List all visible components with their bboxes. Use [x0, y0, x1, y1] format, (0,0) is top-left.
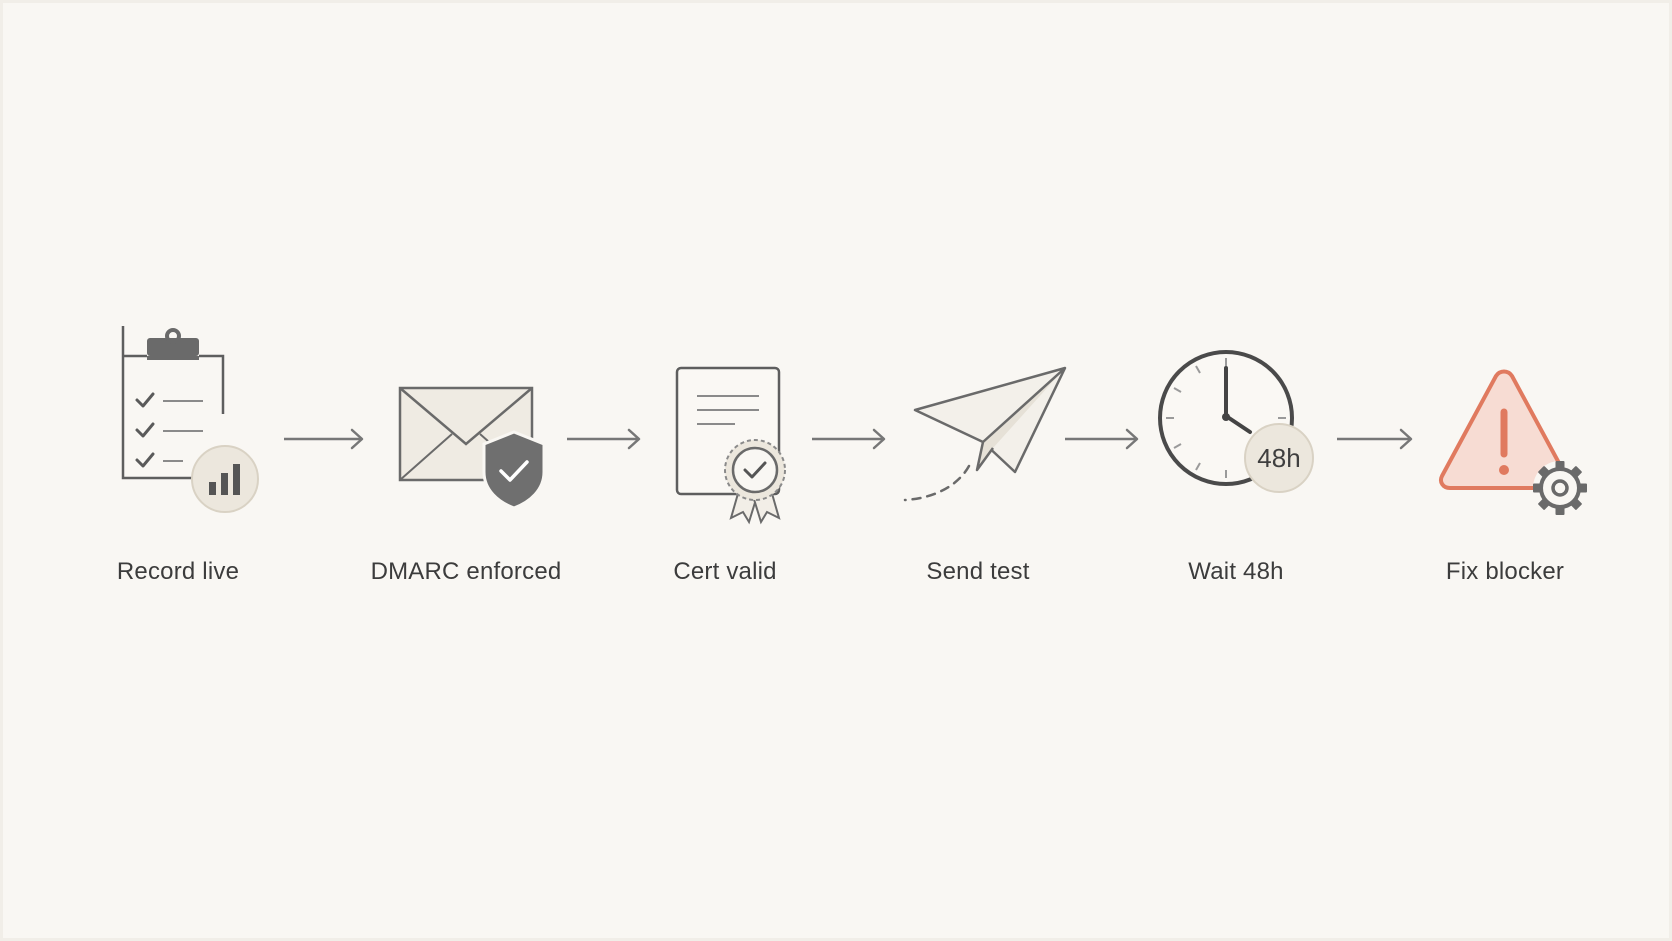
step-label: Record live — [116, 558, 240, 585]
arrow-right-icon — [1337, 428, 1413, 450]
bar-chart-badge-icon — [191, 445, 259, 513]
step-label: DMARC enforced — [370, 558, 562, 585]
award-ribbon-icon — [724, 439, 786, 525]
step-wait-48h: 48h Wait 48h — [1126, 330, 1346, 590]
step-label: Wait 48h — [1188, 558, 1284, 585]
clock-icon: 48h — [1158, 350, 1314, 493]
certificate-icon — [675, 366, 786, 525]
badge-48h-text: 48h — [1257, 443, 1300, 473]
arrow-right-icon — [284, 428, 364, 450]
step-dmarc-enforced: DMARC enforced — [356, 330, 576, 590]
step-label: Send test — [926, 558, 1030, 585]
hours-badge: 48h — [1244, 423, 1314, 493]
step-label: Fix blocker — [1445, 558, 1565, 585]
arrow-right-icon — [812, 428, 886, 450]
step-record-live: Record live — [68, 326, 288, 590]
gear-icon — [1533, 461, 1587, 515]
step-label: Cert valid — [673, 558, 777, 585]
warning-gear-icon — [1439, 369, 1587, 515]
arrow-right-icon — [567, 428, 641, 450]
envelope-shield-icon — [398, 386, 546, 510]
step-cert-valid: Cert valid — [615, 330, 835, 590]
step-fix-blocker: Fix blocker — [1395, 330, 1615, 590]
arrow-right-icon — [1065, 428, 1139, 450]
clipboard-checklist-chart-icon — [121, 326, 259, 513]
shield-check-icon — [482, 430, 546, 510]
step-send-test: Send test — [868, 330, 1088, 590]
paper-plane-icon — [903, 366, 1067, 502]
